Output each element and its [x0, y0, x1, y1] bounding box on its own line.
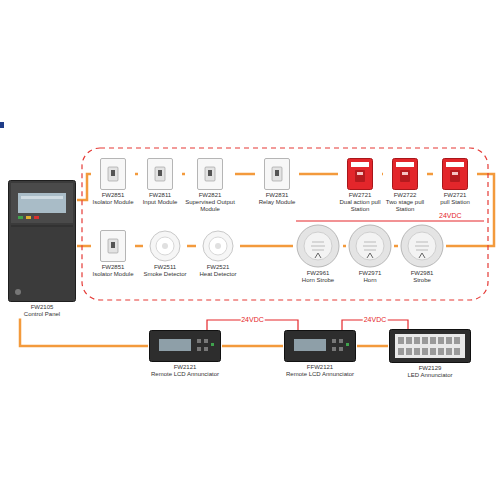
loop-wire	[382, 173, 383, 176]
device-label: Dual action pull Station	[338, 199, 382, 213]
device-label: Isolator Module	[91, 199, 135, 206]
module-icon	[265, 159, 290, 190]
device-label: Heat Detector	[196, 271, 240, 278]
device-label: FW2981	[398, 270, 446, 277]
device-label: FW2831	[255, 192, 299, 199]
pull-station-icon	[443, 159, 468, 190]
loop-wire	[182, 173, 185, 176]
device-label: Horn Strobe	[293, 277, 343, 284]
loop-wire	[394, 245, 398, 248]
pull-station: FW2721pull Station	[433, 158, 477, 206]
device-label: FW2722	[383, 192, 427, 199]
loop-wire	[240, 245, 293, 248]
module-device: FW2831Relay Module	[255, 158, 299, 206]
control-panel: FW2105Control Panel	[7, 180, 77, 318]
loop-wire	[299, 173, 338, 176]
device-label: FW2811	[138, 192, 182, 199]
loop-wire	[235, 173, 255, 176]
annunciator-icon	[285, 331, 356, 362]
horn-icon	[401, 225, 443, 267]
voltage-label: 24VDC	[240, 316, 265, 324]
module-device: FW2821Supervised Output Module	[185, 158, 235, 214]
device-label: Relay Module	[255, 199, 299, 206]
device-label: FW2105	[7, 304, 77, 311]
annunciator-icon	[150, 331, 221, 362]
loop-wire	[187, 245, 196, 248]
module-icon	[148, 159, 173, 190]
detector-icon	[203, 231, 233, 261]
horn-icon	[349, 225, 391, 267]
power-wire	[296, 220, 484, 221]
corner-mark	[0, 122, 4, 128]
annunciator: FFW2121Remote LCD Annunciator	[283, 330, 357, 378]
pull-station-icon	[393, 159, 418, 190]
loop-wire	[77, 174, 91, 200]
device-label: Two stage pull Station	[383, 199, 427, 213]
loop-boundary	[82, 148, 488, 300]
device-label: Horn	[346, 277, 394, 284]
module-icon	[198, 159, 223, 190]
module-icon	[101, 159, 126, 190]
module-icon	[101, 231, 126, 262]
pull-station: FW2721Dual action pull Station	[338, 158, 382, 214]
device-label: FW2961	[293, 270, 343, 277]
detector-icon	[150, 231, 180, 261]
annunciator-icon	[390, 330, 471, 363]
device-label: Strobe	[398, 277, 446, 284]
device-label: LED Annunciator	[388, 372, 472, 379]
loop-wire	[222, 345, 283, 348]
loop-wire	[343, 245, 346, 248]
device-label: FW2971	[346, 270, 394, 277]
device-label: FW2511	[143, 264, 187, 271]
notification-appliance: FW2961Horn Strobe	[293, 224, 343, 284]
voltage-label: 24VDC	[438, 212, 463, 220]
device-label: Remote LCD Annunciator	[283, 371, 357, 378]
module-device: FW2851Isolator Module	[91, 230, 135, 278]
notification-appliance: FW2971Horn	[346, 224, 394, 284]
loop-wire	[427, 173, 433, 176]
device-label: Remote LCD Annunciator	[148, 371, 222, 378]
loop-wire	[135, 173, 138, 176]
device-label: FW2821	[185, 192, 235, 199]
module-device: FW2851Isolator Module	[91, 158, 135, 206]
module-device: FW2811Input Module	[138, 158, 182, 206]
loop-wire	[20, 318, 148, 346]
device-label: FW2721	[433, 192, 477, 199]
pull-station: FW2722Two stage pull Station	[383, 158, 427, 214]
loop-wire	[77, 245, 91, 248]
voltage-label: 24VDC	[363, 316, 388, 324]
device-label: pull Station	[433, 199, 477, 206]
loop-wire	[135, 245, 143, 248]
panel-icon	[9, 181, 76, 302]
device-label: FW2851	[91, 264, 135, 271]
device-label: FW2721	[338, 192, 382, 199]
device-label: FW2851	[91, 192, 135, 199]
device-label: FW2129	[388, 365, 472, 372]
notification-appliance: FW2981Strobe	[398, 224, 446, 284]
loop-wire	[357, 345, 388, 348]
annunciator: FW2121Remote LCD Annunciator	[148, 330, 222, 378]
device-label: Input Module	[138, 199, 182, 206]
pull-station-icon	[348, 159, 373, 190]
device-label: FFW2121	[283, 364, 357, 371]
device-label: Smoke Detector	[143, 271, 187, 278]
device-label: FW2121	[148, 364, 222, 371]
detector: FW2521Heat Detector	[196, 230, 240, 278]
device-label: Isolator Module	[91, 271, 135, 278]
device-label: Supervised Output Module	[185, 199, 235, 213]
detector: FW2511Smoke Detector	[143, 230, 187, 278]
device-label: Control Panel	[7, 311, 77, 318]
device-label: FW2521	[196, 264, 240, 271]
horn-icon	[297, 225, 339, 267]
annunciator: FW2129LED Annunciator	[388, 329, 472, 379]
